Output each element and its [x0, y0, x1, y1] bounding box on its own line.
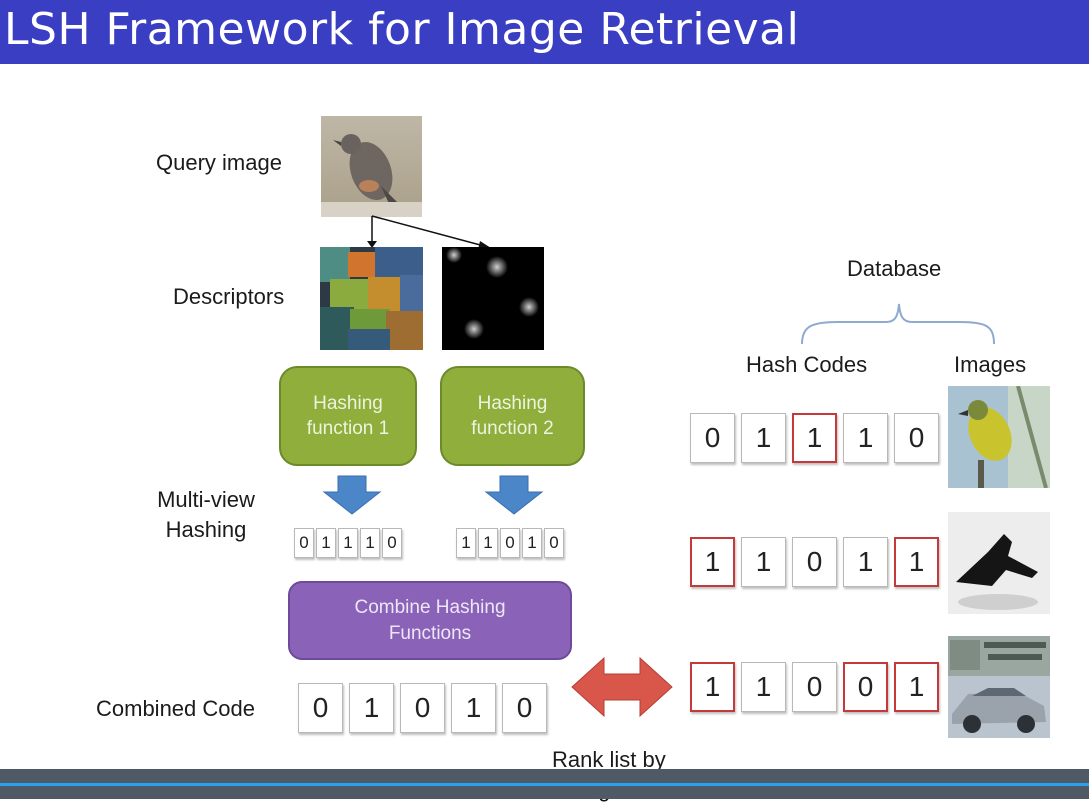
query-image-label: Query image — [156, 150, 282, 175]
multiview-code-1-bit: 1 — [360, 528, 380, 558]
hashing-function-2-box: Hashing function 2 — [440, 366, 585, 466]
db-row-2-bit-mismatch: 1 — [690, 537, 735, 587]
db-row-2-bit: 0 — [792, 537, 837, 587]
db-image-yellow-bird — [948, 386, 1050, 488]
multiview-code-1-bit: 1 — [338, 528, 358, 558]
db-row-1-bit: 0 — [690, 413, 735, 463]
combine-line1: Combine Hashing — [354, 596, 506, 618]
hashing-function-1-line2: function 1 — [306, 418, 390, 439]
rank-list-label-line1: Rank list by — [552, 747, 666, 772]
combined-code-bit: 0 — [400, 683, 445, 733]
db-row-3-bit: 0 — [792, 662, 837, 712]
combined-code-bit: 1 — [349, 683, 394, 733]
down-arrow-icon-2 — [484, 475, 544, 515]
combined-code-bit: 0 — [502, 683, 547, 733]
multiview-code-1-bit: 0 — [294, 528, 314, 558]
db-row-2-bit: 1 — [741, 537, 786, 587]
hashing-function-2-line1: Hashing — [477, 393, 548, 414]
title-bar: LSH Framework for Image Retrieval — [0, 0, 1089, 64]
combined-code-bit: 1 — [451, 683, 496, 733]
db-row-3-bit-mismatch: 1 — [690, 662, 735, 712]
hashing-function-1-line1: Hashing — [313, 393, 383, 414]
database-brace — [801, 303, 995, 345]
hash-codes-label: Hash Codes — [746, 352, 868, 377]
db-row-3-bit-mismatch: 0 — [843, 662, 888, 712]
multiview-code-2-bit: 0 — [544, 528, 564, 558]
combined-code-bit: 0 — [298, 683, 343, 733]
db-row-2-bit: 1 — [843, 537, 888, 587]
multiview-code-2-bit: 1 — [522, 528, 542, 558]
descriptors-label: Descriptors — [173, 284, 285, 309]
combine-hashing-box: Combine Hashing Functions — [288, 581, 572, 660]
down-arrow-icon-1 — [322, 475, 382, 515]
multiview-label-line1: Multi-view — [157, 487, 255, 512]
db-image-black-airplane — [948, 512, 1050, 614]
multiview-label-line2: Hashing — [165, 517, 247, 542]
hashing-function-2-line2: function 2 — [471, 418, 554, 439]
db-row-3-bit-mismatch: 1 — [894, 662, 939, 712]
multiview-code-2-bit: 0 — [500, 528, 520, 558]
database-label: Database — [847, 256, 942, 281]
db-row-1-bit: 1 — [741, 413, 786, 463]
color-descriptor-image — [320, 247, 423, 350]
db-image-silver-car — [948, 636, 1050, 738]
db-row-3-bit: 1 — [741, 662, 786, 712]
db-row-1-bit: 0 — [894, 413, 939, 463]
db-row-1-bit: 1 — [843, 413, 888, 463]
images-label: Images — [954, 352, 1027, 377]
progress-line — [0, 783, 1089, 786]
db-row-2-bit-mismatch: 1 — [894, 537, 939, 587]
multiview-code-1-bit: 0 — [382, 528, 402, 558]
combine-line2: Functions — [388, 622, 472, 644]
combined-code-label: Combined Code — [96, 696, 255, 721]
multiview-code-2-bit: 1 — [456, 528, 476, 558]
gradient-descriptor-image — [442, 247, 544, 350]
page-title: LSH Framework for Image Retrieval — [4, 4, 800, 55]
db-row-1-bit-mismatch: 1 — [792, 413, 837, 463]
multiview-hashing-label: Multi-view Hashing — [140, 487, 272, 543]
double-arrow-icon — [571, 656, 673, 718]
multiview-code-1-bit: 1 — [316, 528, 336, 558]
query-bird-image — [321, 116, 422, 217]
hashing-function-1-box: Hashing function 1 — [279, 366, 417, 466]
multiview-code-2-bit: 1 — [478, 528, 498, 558]
